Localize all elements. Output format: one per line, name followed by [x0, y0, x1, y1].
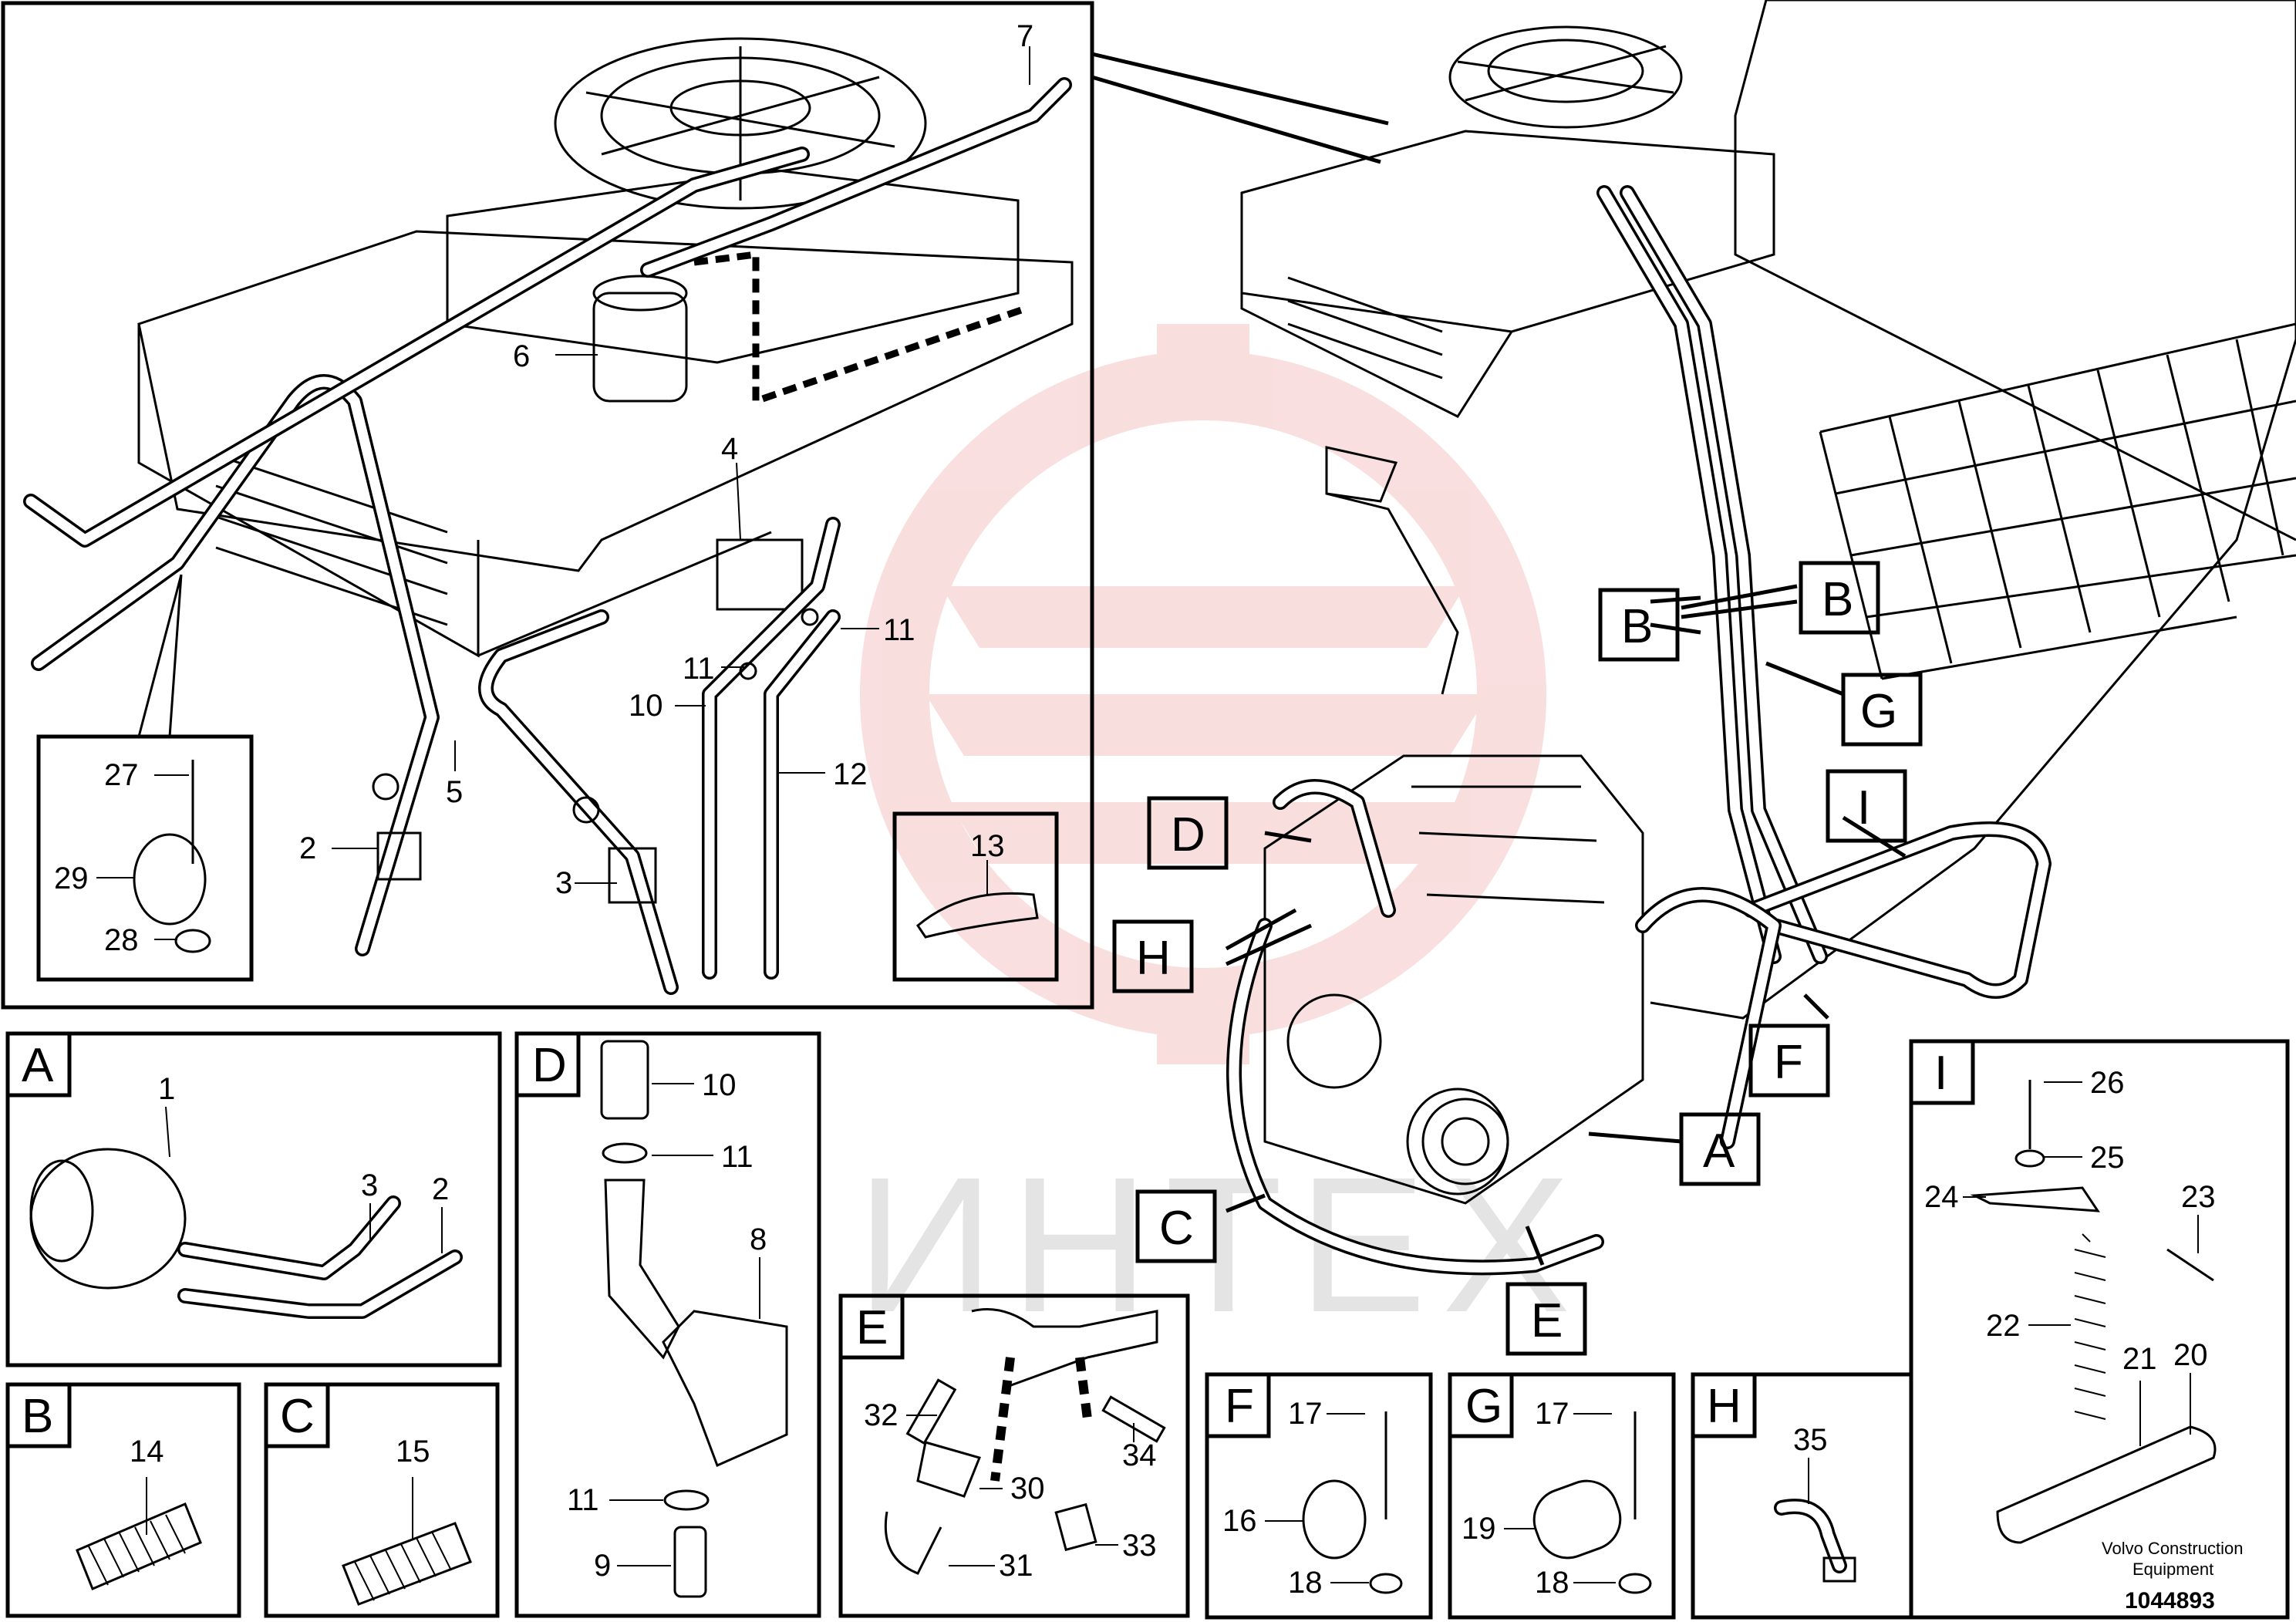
detail-main-view: 6 7 4 5 2 3 11 11 10 12 27 29 28 13 — [1, 1, 1389, 1010]
svg-text:G: G — [1860, 685, 1897, 738]
label-5: 5 — [446, 775, 463, 809]
label-23: 23 — [2181, 1180, 2216, 1214]
svg-text:I: I — [1934, 1047, 1947, 1100]
svg-text:G: G — [1465, 1380, 1502, 1433]
panel-i: I 26 25 24 23 22 21 20 — [1909, 1039, 2290, 1620]
label-19: 19 — [1462, 1512, 1496, 1546]
label-12: 12 — [833, 757, 868, 791]
callout-g: G — [1841, 673, 1923, 747]
company-line-2: Equipment — [2132, 1560, 2213, 1579]
label-22: 22 — [1986, 1309, 2021, 1343]
svg-text:F: F — [1225, 1380, 1254, 1433]
label-25: 25 — [2090, 1141, 2125, 1175]
label-9: 9 — [594, 1549, 611, 1583]
label-2: 2 — [299, 831, 316, 865]
svg-text:A: A — [22, 1039, 54, 1092]
label-1: 1 — [158, 1072, 175, 1106]
panel-e: E 32 30 34 31 33 — [838, 1293, 1190, 1618]
label-21: 21 — [2122, 1342, 2157, 1376]
svg-text:B: B — [1621, 600, 1653, 653]
label-8: 8 — [750, 1222, 767, 1256]
label-33: 33 — [1122, 1529, 1157, 1563]
label-11-panel-d-top: 11 — [721, 1140, 754, 1174]
svg-text:A: A — [1703, 1125, 1735, 1178]
label-13: 13 — [970, 829, 1005, 863]
label-10: 10 — [629, 689, 663, 723]
label-2-panel-a: 2 — [432, 1172, 449, 1206]
label-10-panel-d: 10 — [702, 1068, 737, 1102]
svg-text:E: E — [1531, 1294, 1563, 1347]
svg-text:B: B — [1822, 573, 1853, 626]
callout-c: C — [1135, 1189, 1217, 1263]
label-32: 32 — [864, 1398, 899, 1432]
callout-d: D — [1147, 796, 1229, 870]
callout-b-right: B — [1799, 561, 1880, 635]
label-17-panel-f: 17 — [1288, 1397, 1323, 1431]
callout-b-left: B — [1598, 588, 1680, 662]
callout-h: H — [1112, 919, 1194, 993]
label-11-left: 11 — [683, 652, 715, 686]
label-16: 16 — [1222, 1504, 1257, 1538]
label-26: 26 — [2090, 1066, 2125, 1100]
panel-d: D 10 11 8 11 9 — [514, 1031, 821, 1618]
svg-text:H: H — [1136, 932, 1171, 985]
panel-h: H 35 — [1691, 1372, 1913, 1620]
label-31: 31 — [999, 1549, 1033, 1583]
watermark-gear-logo — [860, 324, 1546, 1064]
callout-e: E — [1505, 1282, 1587, 1356]
svg-text:F: F — [1774, 1036, 1803, 1089]
svg-text:E: E — [856, 1301, 888, 1354]
label-34: 34 — [1122, 1438, 1157, 1472]
label-18-panel-f: 18 — [1288, 1566, 1323, 1600]
svg-text:I: I — [1857, 781, 1870, 835]
panel-a: A 1 3 2 — [5, 1031, 502, 1367]
label-20: 20 — [2173, 1338, 2208, 1372]
label-35: 35 — [1793, 1423, 1828, 1457]
label-4: 4 — [721, 432, 738, 466]
label-29: 29 — [54, 862, 89, 895]
label-28: 28 — [104, 923, 139, 957]
label-11-right: 11 — [883, 613, 915, 647]
machine-overview — [1225, 0, 2296, 1276]
label-30: 30 — [1010, 1472, 1045, 1506]
label-3-panel-a: 3 — [361, 1168, 378, 1202]
document-footer: Volvo Construction Equipment 1044893 — [2102, 1539, 2243, 1614]
svg-text:D: D — [532, 1039, 567, 1092]
label-3: 3 — [555, 866, 572, 900]
callout-a: A — [1679, 1112, 1761, 1186]
svg-text:C: C — [280, 1390, 315, 1443]
callout-i: I — [1826, 769, 1907, 843]
panel-c: C 15 — [264, 1382, 500, 1618]
watermark-text: ИНТЕХ — [856, 1137, 1586, 1352]
engine-cover-grid — [1819, 322, 2296, 680]
label-24: 24 — [1924, 1180, 1959, 1214]
label-7: 7 — [1017, 19, 1033, 53]
svg-text:C: C — [1159, 1202, 1194, 1255]
label-18-panel-g: 18 — [1535, 1566, 1569, 1600]
company-line-1: Volvo Construction — [2102, 1539, 2243, 1558]
label-6: 6 — [513, 339, 530, 373]
label-15: 15 — [396, 1435, 430, 1469]
panel-b: B 14 — [5, 1382, 241, 1618]
svg-text:B: B — [22, 1390, 53, 1443]
svg-text:H: H — [1707, 1380, 1741, 1433]
label-14: 14 — [130, 1435, 164, 1469]
callout-f: F — [1748, 1023, 1830, 1098]
panel-g: G 17 19 18 — [1448, 1372, 1676, 1620]
label-27: 27 — [104, 758, 139, 792]
document-number: 1044893 — [2125, 1588, 2215, 1614]
svg-text:D: D — [1171, 808, 1205, 862]
label-11-panel-d-bottom: 11 — [567, 1483, 599, 1517]
label-17-panel-g: 17 — [1535, 1397, 1569, 1431]
panel-f: F 17 16 18 — [1205, 1372, 1433, 1620]
